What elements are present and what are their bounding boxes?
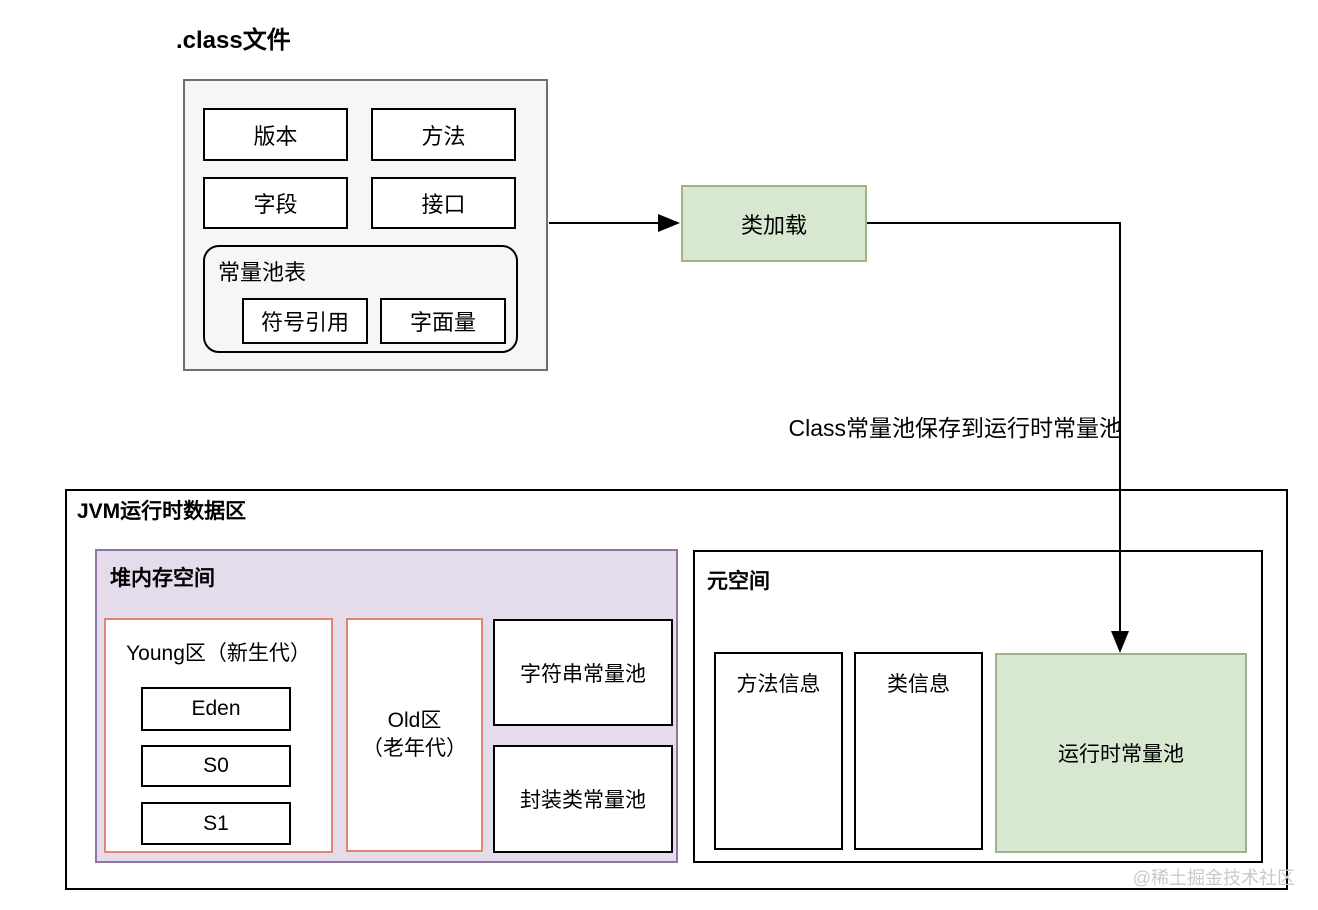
version-box: 版本: [203, 108, 348, 161]
field-box: 字段: [203, 177, 348, 229]
class-loading-box: 类加载: [681, 185, 867, 262]
eden-box: Eden: [141, 687, 291, 731]
old-generation-label-line1: Old区: [387, 708, 442, 732]
runtime-constant-pool-box: 运行时常量池: [995, 653, 1247, 853]
constant-pool-table-label: 常量池表: [218, 260, 307, 285]
s1-box: S1: [141, 802, 291, 845]
watermark: @稀土掘金技术社区: [1132, 868, 1295, 888]
wrapper-constant-pool-box: 封装类常量池: [493, 745, 673, 853]
old-generation-label-line2: （老年代）: [362, 737, 467, 760]
old-generation-box: Old区 （老年代）: [346, 618, 483, 852]
arrowhead-down-icon: [1111, 631, 1129, 653]
arrowhead-right-icon: [658, 214, 680, 232]
literal-box: 字面量: [380, 298, 506, 344]
symbol-reference-box: 符号引用: [242, 298, 368, 344]
s0-box: S0: [141, 745, 291, 787]
method-box: 方法: [371, 108, 516, 161]
metaspace-title: 元空间: [707, 570, 770, 593]
interface-box: 接口: [371, 177, 516, 229]
flow-label: Class常量池保存到运行时常量池: [788, 415, 1122, 441]
heap-memory-title: 堆内存空间: [110, 567, 215, 590]
young-generation-title: Young区（新生代）: [126, 642, 311, 665]
connector-loader-horizontal: [867, 222, 1121, 224]
class-info-box: 类信息: [854, 652, 983, 850]
class-file-title: .class文件: [176, 27, 291, 54]
jvm-runtime-area-title: JVM运行时数据区: [77, 500, 247, 523]
method-info-box: 方法信息: [714, 652, 843, 850]
connector-classfile-to-loader: [549, 222, 660, 224]
connector-loader-vertical: [1119, 222, 1121, 634]
string-constant-pool-box: 字符串常量池: [493, 619, 673, 726]
constant-pool-table-box: [203, 245, 518, 353]
